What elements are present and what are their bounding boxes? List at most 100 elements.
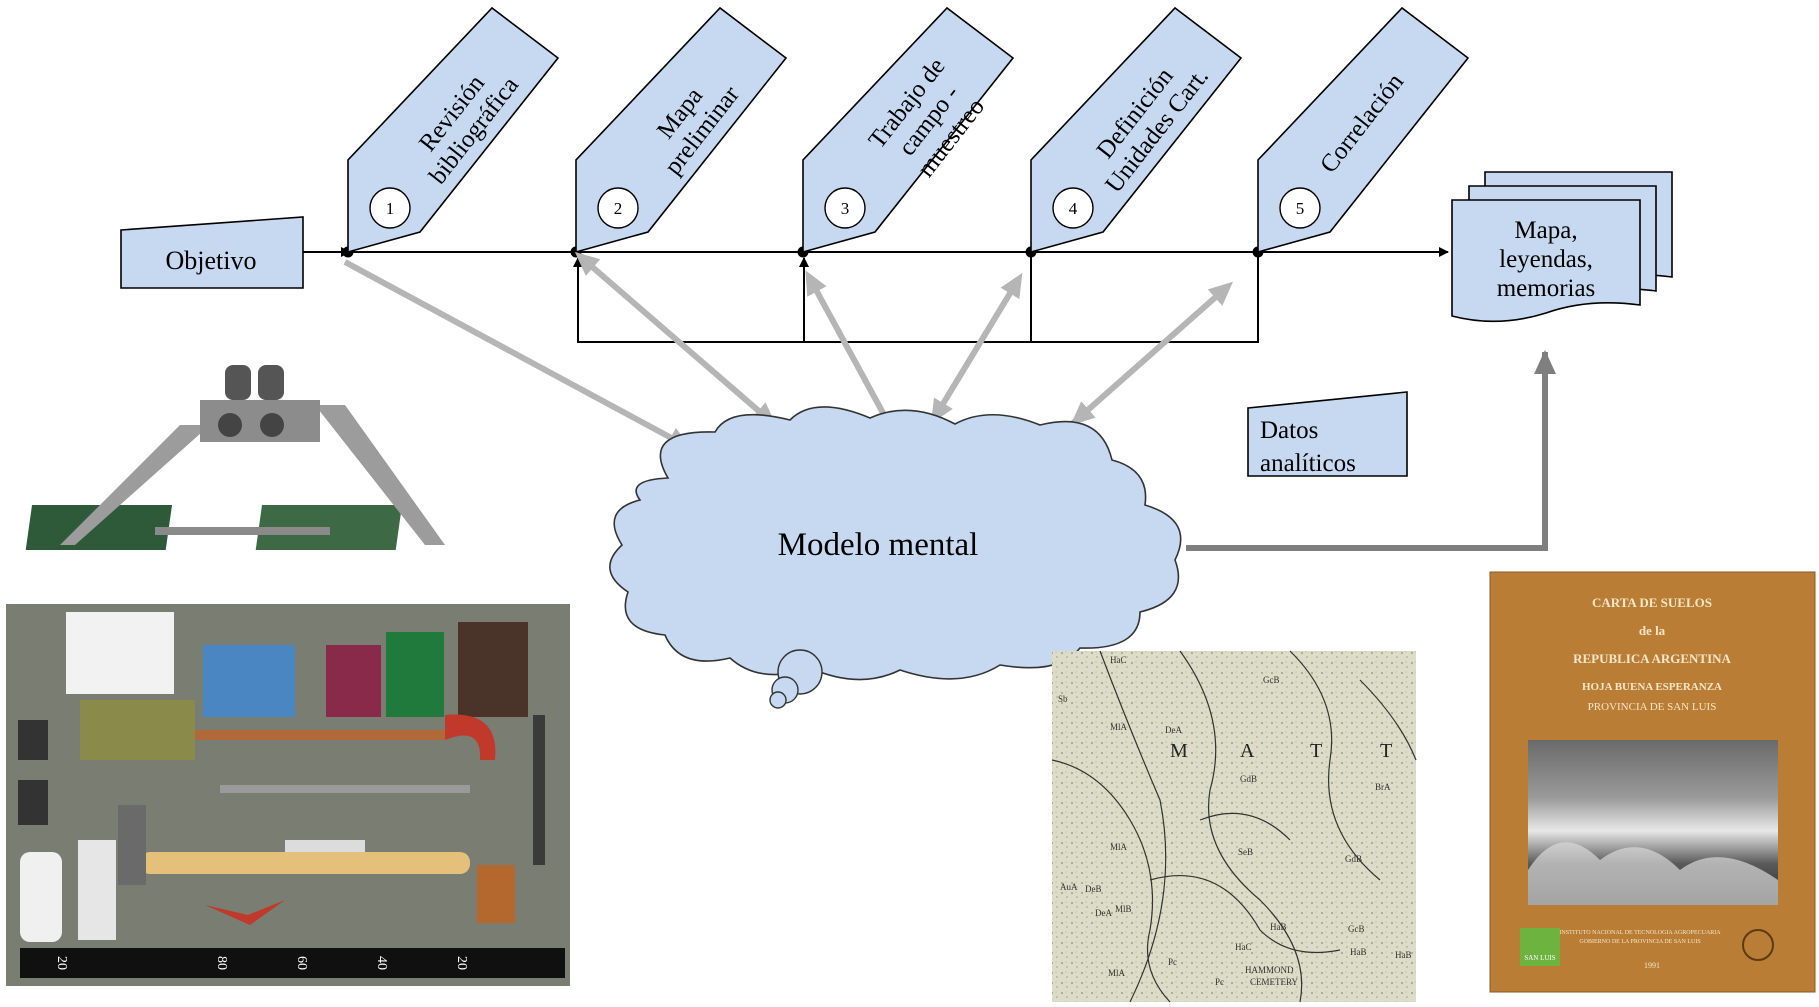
text-line: INSTITUTO NACIONAL DE TECNOLOGIA AGROPEC… bbox=[1559, 930, 1721, 936]
main-flow bbox=[262, 246, 1449, 343]
book-cover-photo-grass bbox=[1528, 842, 1778, 905]
tools-compass bbox=[18, 780, 48, 825]
stereoscope-leg-left bbox=[60, 425, 210, 545]
soil-map-big-label: A bbox=[1240, 740, 1255, 762]
step-number: 3 bbox=[841, 199, 850, 218]
cloud-shape bbox=[609, 406, 1182, 681]
tools-spade-grip bbox=[445, 714, 496, 760]
soil-map-boundary-4 bbox=[1359, 679, 1417, 761]
output-document-label: Mapa,leyendas,memorias bbox=[1497, 217, 1596, 302]
soil-map-unit-label: MlA bbox=[1108, 968, 1126, 978]
soil-map-unit-label: HaC bbox=[1110, 655, 1127, 665]
objective-box: Objetivo bbox=[120, 216, 304, 289]
stereoscope-body bbox=[200, 400, 320, 442]
soil-map-big-label: T bbox=[1380, 740, 1392, 762]
soil-map-boundary-1 bbox=[1099, 650, 1167, 1003]
soil-map-unit-label: HaB bbox=[1395, 950, 1412, 960]
soil-map-boundary-5 bbox=[1051, 759, 1171, 1003]
tools-auger bbox=[220, 785, 470, 793]
thought-cloud: Modelo mental bbox=[609, 406, 1182, 709]
arrow-model-to-output bbox=[1186, 350, 1556, 551]
stereoscope-eyepiece-left bbox=[225, 365, 251, 400]
step-number: 1 bbox=[386, 199, 395, 218]
tools-manual-green bbox=[386, 632, 444, 717]
soil-map-unit-label: HAMMOND bbox=[1245, 965, 1294, 975]
book-cover-seal bbox=[1742, 929, 1774, 961]
tools-water-bottle bbox=[78, 840, 116, 940]
soil-map-boundary-2 bbox=[1179, 650, 1303, 1003]
soil-map-boundary-3 bbox=[1289, 650, 1381, 881]
stereoscope-lens-left bbox=[218, 413, 242, 437]
text-line: Mapa, bbox=[1514, 217, 1577, 244]
scale-label: 80 bbox=[214, 956, 229, 970]
step-number: 4 bbox=[1069, 199, 1078, 218]
tools-field-sheet bbox=[66, 612, 174, 694]
book-cover-subtitle: HOJA BUENA ESPERANZA bbox=[1582, 681, 1722, 693]
soil-map-unit-label: HaB bbox=[1270, 922, 1287, 932]
tools-hammer-handle bbox=[140, 852, 470, 874]
stereoscope-eyepiece-right bbox=[258, 365, 284, 400]
soil-map-unit-label: GcB bbox=[1348, 924, 1365, 934]
arrow-field-model bbox=[805, 270, 898, 437]
step-number-circle bbox=[1052, 187, 1094, 229]
book-cover-footer-left: SAN LUIS bbox=[1524, 954, 1555, 962]
book-cover-province: PROVINCIA DE SAN LUIS bbox=[1588, 701, 1717, 713]
text-line: de la bbox=[1639, 623, 1666, 638]
tools-manual-brown bbox=[458, 622, 528, 717]
step-number: 2 bbox=[614, 199, 623, 218]
soil-map-unit-label: MlA bbox=[1110, 842, 1128, 852]
book-cover-footer: INSTITUTO NACIONAL DE TECNOLOGIA AGROPEC… bbox=[1559, 930, 1721, 945]
stereoscope-lens-right bbox=[260, 413, 284, 437]
soil-map-unit-label: MlA bbox=[1110, 722, 1128, 732]
tools-spade-blade bbox=[80, 700, 195, 760]
soil-map-big-label: M bbox=[1170, 740, 1188, 762]
soil-map-unit-label: DeB bbox=[1085, 884, 1102, 894]
objective-label: Objetivo bbox=[166, 246, 257, 275]
analytics-shape bbox=[1247, 391, 1408, 477]
soil-map-unit-label: GcB bbox=[1263, 675, 1280, 685]
text-line: GOBIERNO DE LA PROVINCIA DE SAN LUIS bbox=[1579, 939, 1700, 945]
tools-spade-handle bbox=[195, 730, 445, 740]
text-line: Datos bbox=[1260, 417, 1318, 444]
step-number-circle bbox=[1279, 187, 1321, 229]
model-arrows bbox=[343, 251, 1556, 551]
scale-label: 60 bbox=[294, 956, 309, 970]
soil-map-big-label: T bbox=[1310, 740, 1322, 762]
tools-munsell-book bbox=[203, 645, 295, 717]
text-line: memorias bbox=[1497, 275, 1596, 302]
tools-knife bbox=[285, 840, 365, 852]
arrow-map-model bbox=[574, 251, 777, 428]
stereoscope-leg-right bbox=[315, 405, 445, 545]
tools-leather-case bbox=[477, 865, 515, 923]
step-number-circle bbox=[369, 187, 411, 229]
stereoscope-photo bbox=[25, 365, 445, 550]
objective-shape bbox=[120, 216, 304, 289]
stereoscope-bar bbox=[155, 527, 330, 535]
photo-pair-left bbox=[25, 505, 173, 550]
arrow-units-model bbox=[929, 272, 1023, 424]
soil-map-unit-label: MlB bbox=[1115, 904, 1132, 914]
step-number-circle bbox=[824, 187, 866, 229]
soil-map-river bbox=[1149, 875, 1341, 953]
tools-manual-red bbox=[326, 645, 381, 717]
tools-hammer-head bbox=[118, 805, 146, 885]
book-cover-year: 1991 bbox=[1644, 961, 1660, 970]
tools-pruner bbox=[205, 900, 285, 925]
scale-label: 20 bbox=[454, 956, 469, 970]
output-document: Mapa,leyendas,memorias bbox=[1451, 171, 1673, 323]
arrow-correlation-model bbox=[1070, 281, 1233, 427]
soil-map-unit-label: DeA bbox=[1095, 908, 1112, 918]
soil-map-unit-label: Pc bbox=[1168, 957, 1177, 967]
scale-label: 40 bbox=[374, 956, 389, 970]
soil-map-unit-label: Pc bbox=[1215, 977, 1224, 987]
